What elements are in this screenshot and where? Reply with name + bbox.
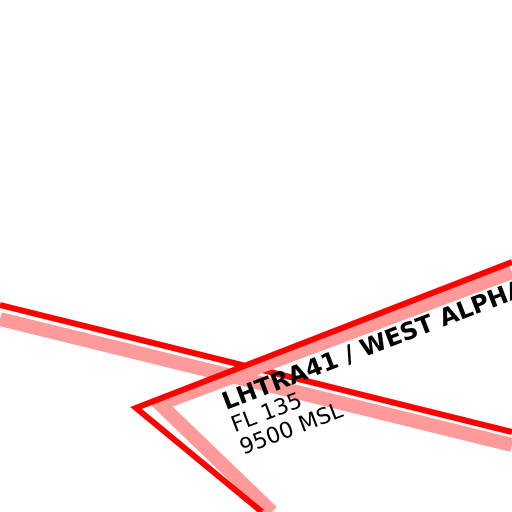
airspace-boundary-zone[interactable]	[130, 259, 512, 512]
boundary-line-zone	[130, 259, 512, 512]
boundary-halo-zone	[147, 265, 512, 512]
boundary-halo-crossing	[0, 312, 512, 452]
